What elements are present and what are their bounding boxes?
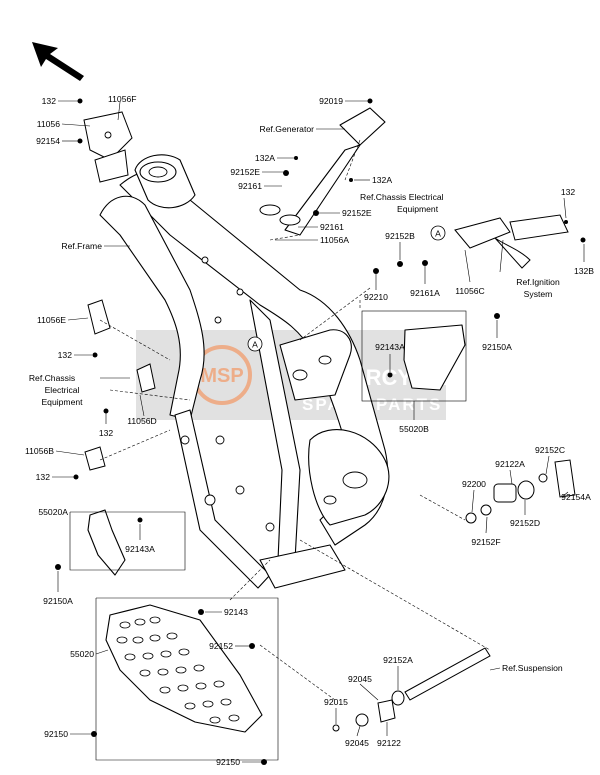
label-92150A-b[interactable]: 92150A bbox=[43, 596, 73, 606]
label-92143A-b[interactable]: 92143A bbox=[125, 544, 155, 554]
label-92161[interactable]: 92161 bbox=[238, 181, 262, 191]
label-11056E[interactable]: 11056E bbox=[37, 315, 66, 325]
label-ref-chassis-electrical-line2: Equipment bbox=[397, 204, 439, 214]
pivot-shaft-92152A bbox=[332, 647, 491, 732]
label-55020[interactable]: 55020 bbox=[70, 649, 94, 659]
label-132-c[interactable]: 132 bbox=[58, 350, 73, 360]
leader-lines bbox=[52, 100, 585, 763]
marker-a-top: A bbox=[430, 225, 446, 241]
marker-a-frame: A bbox=[247, 336, 263, 352]
left-small-brackets bbox=[84, 299, 156, 471]
skid-plate-55020 bbox=[105, 604, 263, 733]
label-92152A[interactable]: 92152A bbox=[383, 655, 413, 665]
label-132-d[interactable]: 132 bbox=[99, 428, 114, 438]
label-ref-ignition-line2: System bbox=[524, 289, 553, 299]
generator-bracket bbox=[259, 107, 386, 236]
part-labels: 132 11056F 11056 92154 92019 Ref.Generat… bbox=[25, 94, 594, 767]
label-ref-frame[interactable]: Ref.Frame bbox=[61, 241, 102, 251]
label-92210[interactable]: 92210 bbox=[364, 292, 388, 302]
reference-lines bbox=[99, 139, 491, 701]
label-92045-b[interactable]: 92045 bbox=[345, 738, 369, 748]
label-92150A[interactable]: 92150A bbox=[482, 342, 512, 352]
label-92045[interactable]: 92045 bbox=[348, 674, 372, 684]
label-11056F[interactable]: 11056F bbox=[108, 94, 137, 104]
label-92154A[interactable]: 92154A bbox=[561, 492, 591, 502]
label-92152E-b[interactable]: 92152E bbox=[342, 208, 372, 218]
label-132-b[interactable]: 132 bbox=[561, 187, 576, 197]
label-ref-chassis-electrical[interactable]: Ref.Chassis Electrical bbox=[360, 192, 444, 202]
ignition-bracket-11056C bbox=[454, 214, 569, 269]
label-132-e[interactable]: 132 bbox=[36, 472, 51, 482]
label-11056[interactable]: 11056 bbox=[37, 119, 60, 129]
front-direction-arrow-icon bbox=[32, 42, 84, 81]
frame-drawing bbox=[99, 154, 390, 589]
frame-guard-55020B bbox=[403, 324, 466, 391]
label-11056A[interactable]: 11056A bbox=[320, 235, 349, 245]
label-ref-chassis-line2: Electrical bbox=[45, 385, 80, 395]
marker-a-top-label: A bbox=[435, 229, 441, 239]
label-92200[interactable]: 92200 bbox=[462, 479, 486, 489]
pivot-spacers bbox=[465, 459, 576, 524]
label-ref-ignition[interactable]: Ref.Ignition bbox=[516, 277, 560, 287]
side-guard-55020A bbox=[87, 509, 126, 576]
label-92152F[interactable]: 92152F bbox=[471, 537, 500, 547]
watermark-badge: MSP bbox=[200, 365, 243, 387]
label-92152[interactable]: 92152 bbox=[209, 641, 233, 651]
label-132A[interactable]: 132A bbox=[255, 153, 275, 163]
label-55020A[interactable]: 55020A bbox=[38, 507, 68, 517]
upper-bracket-11056F bbox=[83, 111, 133, 183]
label-132[interactable]: 132 bbox=[42, 96, 57, 106]
label-92150[interactable]: 92150 bbox=[44, 729, 68, 739]
label-11056C[interactable]: 11056C bbox=[455, 286, 484, 296]
label-92019[interactable]: 92019 bbox=[319, 96, 343, 106]
label-132A-b[interactable]: 132A bbox=[372, 175, 392, 185]
label-92122[interactable]: 92122 bbox=[377, 738, 401, 748]
label-92152E[interactable]: 92152E bbox=[230, 167, 260, 177]
label-92152C[interactable]: 92152C bbox=[535, 445, 565, 455]
label-ref-chassis[interactable]: Ref.Chassis bbox=[29, 373, 75, 383]
marker-a-frame-label: A bbox=[252, 340, 258, 350]
label-92154[interactable]: 92154 bbox=[36, 136, 60, 146]
fasteners bbox=[55, 98, 586, 765]
label-55020B[interactable]: 55020B bbox=[399, 424, 429, 434]
label-ref-chassis-line3: Equipment bbox=[41, 397, 83, 407]
label-92015[interactable]: 92015 bbox=[324, 697, 348, 707]
label-11056D[interactable]: 11056D bbox=[127, 416, 156, 426]
label-ref-generator[interactable]: Ref.Generator bbox=[260, 124, 315, 134]
label-11056B[interactable]: 11056B bbox=[25, 446, 54, 456]
label-92152B[interactable]: 92152B bbox=[385, 231, 415, 241]
label-92143[interactable]: 92143 bbox=[224, 607, 248, 617]
label-92150-b[interactable]: 92150 bbox=[216, 757, 240, 767]
label-92161-b[interactable]: 92161 bbox=[320, 222, 344, 232]
label-92122A[interactable]: 92122A bbox=[495, 459, 525, 469]
label-ref-suspension[interactable]: Ref.Suspension bbox=[502, 663, 563, 673]
label-92143A[interactable]: 92143A bbox=[375, 342, 405, 352]
label-92161A[interactable]: 92161A bbox=[410, 288, 440, 298]
label-132B[interactable]: 132B bbox=[574, 266, 594, 276]
label-92152D[interactable]: 92152D bbox=[510, 518, 540, 528]
